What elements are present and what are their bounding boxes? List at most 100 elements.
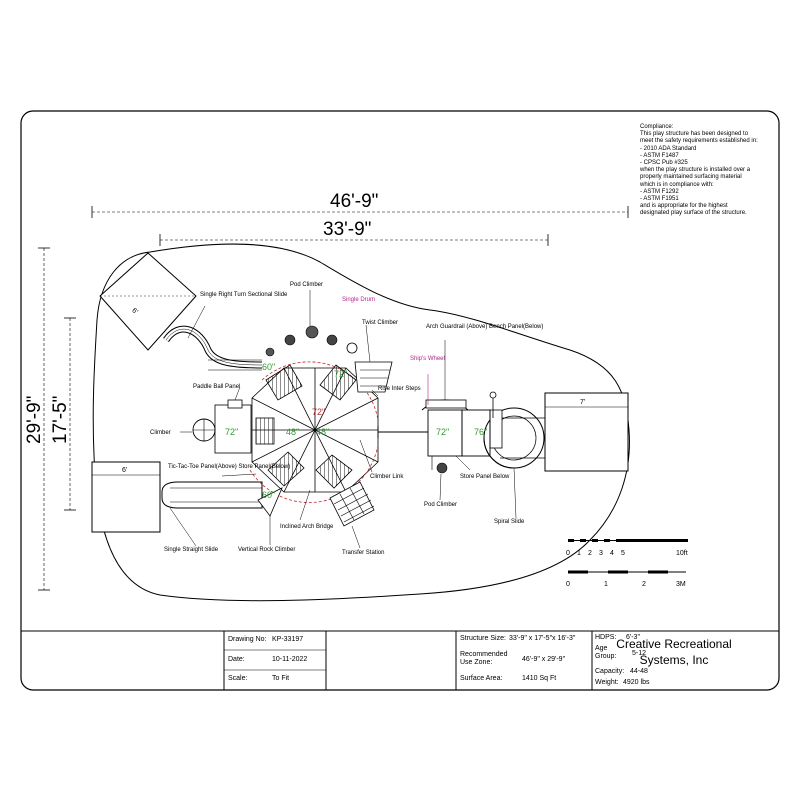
label-climber: Climber bbox=[150, 430, 171, 436]
structure-size-value: 33'-9" x 17'-5"x 16'-3" bbox=[509, 635, 576, 642]
deck-height-72-top: 72" bbox=[334, 369, 347, 379]
label-arch-guardrail: Arch Guardrail (Above) Bench Panel(Below… bbox=[426, 324, 543, 330]
label-rise-inter-steps: Rise Inter Steps bbox=[378, 386, 421, 392]
post-marker-right bbox=[489, 391, 497, 399]
scale-ft-4: 4 bbox=[610, 550, 614, 557]
scale-ft-0: 0 bbox=[566, 550, 570, 557]
dimension-structure-width bbox=[159, 234, 549, 246]
use-zone-value: 46'-9" x 29'-9" bbox=[522, 656, 566, 663]
slide-exit-top-left-label: 6' bbox=[130, 307, 139, 316]
slide-exit-zone-right bbox=[544, 392, 629, 472]
compliance-notes: Compliance: This play structure has been… bbox=[640, 124, 766, 218]
structure-size-label: Structure Size: bbox=[460, 635, 506, 642]
scale-m-0: 0 bbox=[566, 581, 570, 588]
dimension-overall-depth bbox=[38, 247, 50, 591]
compliance-line: - 2010 ADA Standard bbox=[640, 145, 697, 152]
pod-climber-bottom-shape bbox=[436, 462, 448, 474]
drawing-no-value: KP-33197 bbox=[272, 636, 304, 643]
vertical-rock-climber-shape bbox=[257, 487, 283, 517]
deck-height-60-top: 60" bbox=[262, 362, 275, 372]
panel-bottom-left bbox=[267, 451, 305, 487]
spiral-slide bbox=[483, 407, 545, 469]
compliance-line: properly maintained surfacing material bbox=[640, 174, 742, 181]
panel-top-left bbox=[265, 364, 303, 401]
label-single-right-turn-slide: Single Right Turn Sectional Slide bbox=[200, 292, 288, 298]
compliance-line: when the play structure is installed ove… bbox=[640, 167, 751, 174]
surface-area-value: 1410 Sq Ft bbox=[522, 675, 557, 682]
compliance-line: and is appropriate for the highest bbox=[640, 203, 728, 210]
compliance-line: meet the safety requirements established… bbox=[640, 138, 758, 145]
compliance-line: This play structure has been designed to bbox=[640, 131, 749, 138]
paddle-ball-panel-shape bbox=[227, 399, 243, 409]
age-group-label: Age Group: bbox=[595, 645, 617, 660]
single-drum-shape bbox=[346, 342, 358, 354]
leader-lines bbox=[169, 290, 517, 549]
deck-height-48-a: 48" bbox=[286, 427, 299, 437]
single-right-turn-slide bbox=[163, 325, 263, 371]
structure-width-label: 33'-9" bbox=[323, 219, 371, 240]
label-single-drum: Single Drum bbox=[342, 297, 375, 303]
scale-ft-5: 5 bbox=[621, 550, 625, 557]
scale-m-1: 1 bbox=[604, 581, 608, 588]
scale-ft-1: 1 bbox=[577, 550, 581, 557]
scale-label: Scale: bbox=[228, 675, 248, 682]
compliance-line: - ASTM F1292 bbox=[640, 188, 679, 195]
surface-area-label: Surface Area: bbox=[460, 675, 503, 682]
single-straight-slide bbox=[161, 481, 263, 509]
use-zone-label: Recommended Use Zone: bbox=[460, 651, 508, 666]
use-zone-outline bbox=[92, 243, 630, 602]
deck-height-76: 76" bbox=[474, 427, 487, 437]
label-ships-wheel: Ship's Wheel bbox=[410, 356, 445, 362]
structure-depth-label: 17'-5" bbox=[50, 396, 71, 444]
date-label: Date: bbox=[228, 656, 245, 663]
label-pod-climber-top: Pod Climber bbox=[290, 282, 323, 288]
slide-exit-bottom-left-label: 6' bbox=[122, 467, 127, 474]
compliance-line: which is in compliance with: bbox=[640, 181, 714, 188]
deck-height-72-left: 72" bbox=[225, 427, 238, 437]
label-spiral-slide: Spiral Slide bbox=[494, 519, 525, 525]
hdps-label: HDPS: bbox=[595, 634, 617, 641]
label-single-right-turn-slide-1: Single Right Turn Sectional Slide bbox=[200, 292, 288, 298]
right-deck bbox=[421, 399, 491, 457]
panel-left bbox=[255, 417, 275, 445]
slide-exit-zone-bottom-left bbox=[91, 461, 161, 533]
red-arc-top bbox=[261, 361, 379, 421]
weight-value: 4920 lbs bbox=[623, 679, 650, 686]
overall-width-label: 46'-9" bbox=[330, 191, 378, 212]
label-twist-climber: Twist Climber bbox=[362, 320, 398, 326]
scale-m-2: 2 bbox=[642, 581, 646, 588]
label-single-straight-slide: Single Straight Slide bbox=[164, 547, 219, 553]
label-pod-climber-bottom: Pod Climber bbox=[424, 502, 457, 508]
label-tic-tac-toe: Tic-Tac-Toe Panel(Above) Store Panel(Bel… bbox=[168, 464, 290, 470]
dimension-overall-width bbox=[91, 206, 629, 218]
compliance-line: Compliance: bbox=[640, 124, 674, 130]
age-group-value: 5-12 bbox=[632, 650, 647, 657]
scale-bar-feet bbox=[568, 539, 688, 542]
transfer-station bbox=[329, 481, 375, 527]
label-climber-link: Climber Link bbox=[370, 474, 404, 480]
scale-ft-3: 3 bbox=[599, 550, 603, 557]
label-paddle-ball-panel: Paddle Ball Panel bbox=[193, 384, 240, 390]
slide-exit-zone-top-left bbox=[99, 252, 197, 351]
deck-height-60-bottom: 60" bbox=[262, 490, 275, 500]
scale-m-3: 3M bbox=[676, 581, 686, 588]
panel-top-right bbox=[319, 364, 357, 401]
left-climber bbox=[192, 404, 252, 454]
hdps-value: 6'-3" bbox=[626, 634, 640, 641]
date-value: 10-11-2022 bbox=[272, 656, 308, 663]
compliance-line: - ASTM F1951 bbox=[640, 196, 679, 203]
label-transfer-station: Transfer Station bbox=[342, 550, 384, 556]
compliance-line: designated play surface of the structure… bbox=[640, 210, 747, 217]
compliance-line: - CPSC Pub #325 bbox=[640, 160, 688, 167]
company-name: Creative Recreational Systems, Inc bbox=[616, 637, 732, 667]
compliance-line: - ASTM F1487 bbox=[640, 152, 679, 159]
label-vertical-rock-climber: Vertical Rock Climber bbox=[238, 547, 295, 553]
scale-ft-10: 10ft bbox=[676, 550, 688, 557]
deck-height-48-b: 48" bbox=[316, 427, 329, 437]
title-block-frame bbox=[21, 630, 779, 690]
label-inclined-arch-bridge: Inclined Arch Bridge bbox=[280, 524, 334, 530]
label-store-panel-below: Store Panel Below bbox=[460, 474, 510, 480]
twist-climber-shape bbox=[354, 361, 393, 393]
